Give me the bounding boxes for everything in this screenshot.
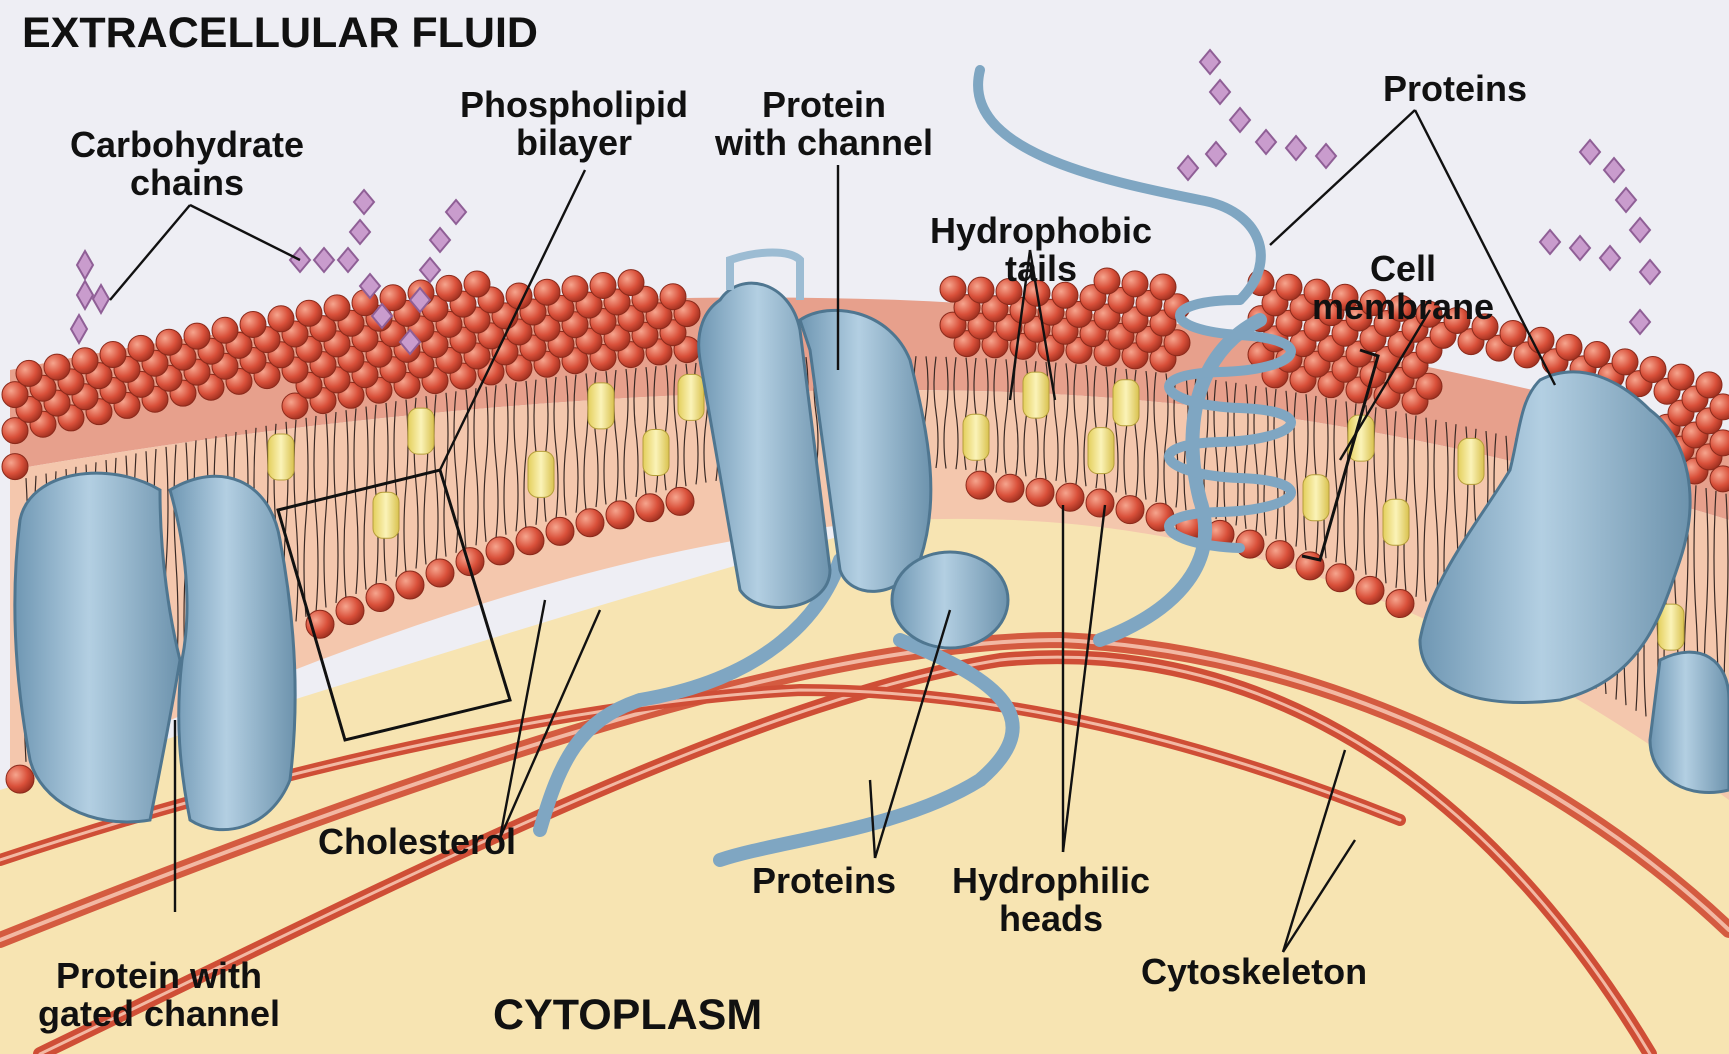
phospholipid-head bbox=[1556, 334, 1582, 360]
label-line: Carbohydrate bbox=[70, 126, 304, 164]
phospholipid-head bbox=[562, 276, 588, 302]
cholesterol-molecule bbox=[1088, 428, 1114, 474]
phospholipid-head bbox=[1276, 274, 1302, 300]
phospholipid-head bbox=[590, 273, 616, 299]
label-line: Cell bbox=[1312, 250, 1494, 288]
label-line: heads bbox=[952, 900, 1150, 938]
label-line: Phospholipid bbox=[460, 86, 688, 124]
phospholipid-head bbox=[636, 494, 664, 522]
label-line: gated channel bbox=[38, 995, 280, 1033]
cholesterol-molecule bbox=[528, 451, 554, 497]
phospholipid-head bbox=[72, 348, 98, 374]
phospholipid-head bbox=[268, 306, 294, 332]
phospholipid-head bbox=[618, 270, 644, 296]
phospholipid-head bbox=[606, 501, 634, 529]
phospholipid-head bbox=[1612, 349, 1638, 375]
phospholipid-head bbox=[1668, 364, 1694, 390]
cytoplasm-label: CYTOPLASM bbox=[493, 992, 762, 1038]
cytoskeleton-label: Cytoskeleton bbox=[1141, 953, 1367, 991]
cholesterol-molecule bbox=[963, 414, 989, 460]
cholesterol-molecule bbox=[643, 429, 669, 475]
carbohydrate-chains-label: Carbohydrate chains bbox=[70, 126, 304, 202]
phospholipid-head bbox=[156, 329, 182, 355]
phospholipid-head bbox=[516, 527, 544, 555]
label-line: Protein bbox=[715, 86, 933, 124]
cholesterol-molecule bbox=[1023, 372, 1049, 418]
phospholipid-head bbox=[966, 471, 994, 499]
phospholipid-head bbox=[464, 271, 490, 297]
phospholipid-head bbox=[1056, 483, 1084, 511]
phospholipid-head bbox=[296, 300, 322, 326]
phospholipid-head bbox=[546, 517, 574, 545]
gated-channel-protein bbox=[15, 473, 295, 830]
cholesterol-molecule bbox=[1458, 438, 1484, 484]
label-line: Protein with bbox=[38, 957, 280, 995]
phospholipid-head bbox=[324, 295, 350, 321]
phospholipid-head bbox=[436, 275, 462, 301]
cholesterol-molecule bbox=[373, 492, 399, 538]
cholesterol-molecule bbox=[678, 374, 704, 420]
proteins-top-label: Proteins bbox=[1383, 70, 1527, 108]
phospholipid-head bbox=[426, 559, 454, 587]
phospholipid-head bbox=[1086, 489, 1114, 517]
phospholipid-head bbox=[1696, 372, 1722, 398]
phospholipid-head bbox=[16, 360, 42, 386]
phospholipid-head bbox=[240, 311, 266, 337]
phospholipid-head bbox=[1500, 320, 1526, 346]
protein-gated-channel-label: Protein with gated channel bbox=[38, 957, 280, 1033]
label-line: Hydrophobic bbox=[930, 212, 1152, 250]
label-line: with channel bbox=[715, 124, 933, 162]
phospholipid-head bbox=[534, 279, 560, 305]
phospholipid-head bbox=[366, 584, 394, 612]
phospholipid-head bbox=[1116, 496, 1144, 524]
label-line: bilayer bbox=[460, 124, 688, 162]
cholesterol-molecule bbox=[1383, 499, 1409, 545]
phospholipid-head bbox=[666, 487, 694, 515]
phospholipid-head bbox=[1266, 541, 1294, 569]
label-line: membrane bbox=[1312, 288, 1494, 326]
proteins-bottom-label: Proteins bbox=[752, 862, 896, 900]
cholesterol-label: Cholesterol bbox=[318, 823, 516, 861]
phospholipid-head bbox=[128, 335, 154, 361]
phospholipid-head bbox=[576, 509, 604, 537]
cholesterol-molecule bbox=[1303, 475, 1329, 521]
cell-membrane-label: Cell membrane bbox=[1312, 250, 1494, 326]
extracellular-fluid-label: EXTRACELLULAR FLUID bbox=[22, 10, 538, 56]
phospholipid-head bbox=[1150, 274, 1176, 300]
phospholipid-head bbox=[1386, 590, 1414, 618]
phospholipid-head bbox=[1356, 576, 1384, 604]
cholesterol-molecule bbox=[1113, 380, 1139, 426]
cholesterol-molecule bbox=[408, 408, 434, 454]
phospholipid-head bbox=[212, 317, 238, 343]
phospholipid-head bbox=[486, 537, 514, 565]
phospholipid-head bbox=[1026, 478, 1054, 506]
hydrophobic-tails-label: Hydrophobic tails bbox=[930, 212, 1152, 288]
phospholipid-head bbox=[2, 454, 28, 480]
phospholipid-head bbox=[184, 323, 210, 349]
label-line: chains bbox=[70, 164, 304, 202]
hydrophilic-heads-label: Hydrophilic heads bbox=[952, 862, 1150, 938]
phospholipid-head bbox=[1584, 342, 1610, 368]
phospholipid-head bbox=[396, 571, 424, 599]
phospholipid-head bbox=[6, 765, 34, 793]
phospholipid-bilayer-label: Phospholipid bilayer bbox=[460, 86, 688, 162]
cholesterol-molecule bbox=[588, 383, 614, 429]
phospholipid-head bbox=[44, 354, 70, 380]
protein-with-channel-label: Protein with channel bbox=[715, 86, 933, 162]
phospholipid-head bbox=[336, 597, 364, 625]
phospholipid-head bbox=[100, 342, 126, 368]
phospholipid-head bbox=[1326, 564, 1354, 592]
phospholipid-head bbox=[996, 474, 1024, 502]
cholesterol-molecule bbox=[268, 434, 294, 480]
phospholipid-head bbox=[660, 284, 686, 310]
phospholipid-head bbox=[1640, 356, 1666, 382]
label-line: Hydrophilic bbox=[952, 862, 1150, 900]
label-line: tails bbox=[930, 250, 1152, 288]
